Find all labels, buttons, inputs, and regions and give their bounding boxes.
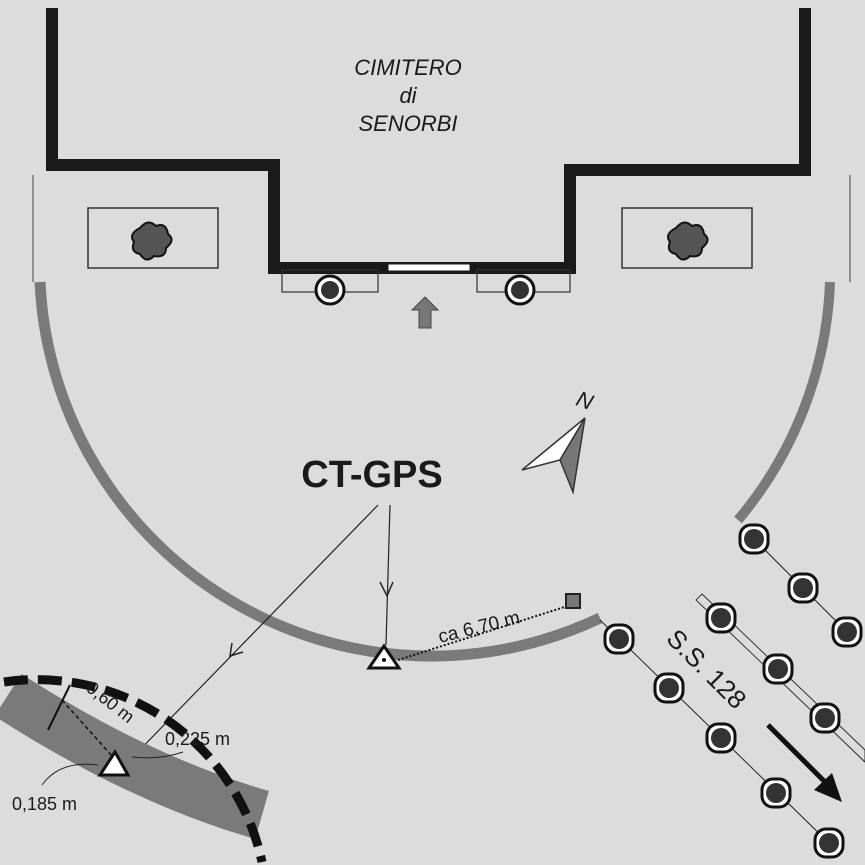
shrub-icon [667, 221, 709, 261]
station-label: CT-GPS [301, 454, 442, 496]
distance-line [397, 603, 575, 661]
tree-icon [760, 777, 792, 809]
tree-icon [603, 623, 635, 655]
offset-leader-inner [41, 763, 99, 786]
curb-arc-right [734, 281, 835, 524]
arrowhead-icon [229, 642, 244, 658]
tree-icon [787, 572, 819, 604]
width-dimension [61, 699, 121, 766]
title-line-2: di [399, 83, 417, 108]
title-line-1: CIMITERO [354, 55, 462, 80]
width-tick [47, 684, 71, 731]
tree-row-b [695, 593, 865, 763]
inset-boundary [3, 675, 267, 863]
inset-band [0, 673, 269, 840]
north-label: N [573, 386, 597, 415]
cemetery-gate [387, 263, 471, 272]
reference-marker [565, 593, 581, 609]
entrance-arrow-icon [410, 296, 440, 329]
title-line-3: SENORBI [358, 111, 457, 136]
tree-icon [813, 827, 845, 859]
flowerbed-left [87, 207, 219, 269]
north-arrow-icon [521, 417, 586, 495]
offset-leader-outer [131, 751, 184, 759]
tree-icon [653, 672, 685, 704]
curb-arc-main [34, 281, 603, 662]
distance-label: ca 6,70 m [436, 607, 522, 648]
tree-icon [705, 722, 737, 754]
direction-arrow-icon [766, 723, 842, 802]
flowerbed-right [621, 207, 753, 269]
tree-icon [809, 702, 841, 734]
tree-icon [314, 274, 346, 306]
tree-icon [831, 616, 863, 648]
inset-inner-offset-label: 0,185 m [12, 794, 77, 814]
inset-outer-offset-label: 0,225 m [165, 729, 230, 749]
gps-station-icon [366, 643, 402, 670]
arrowhead-icon [379, 581, 394, 598]
shrub-icon [131, 221, 173, 261]
gps-station-icon [97, 749, 131, 777]
tree-icon [705, 602, 737, 634]
tree-icon [762, 653, 794, 685]
tree-icon [504, 274, 536, 306]
leader-line-station [385, 504, 391, 646]
tree-icon [738, 523, 770, 555]
road-trees [603, 523, 863, 859]
